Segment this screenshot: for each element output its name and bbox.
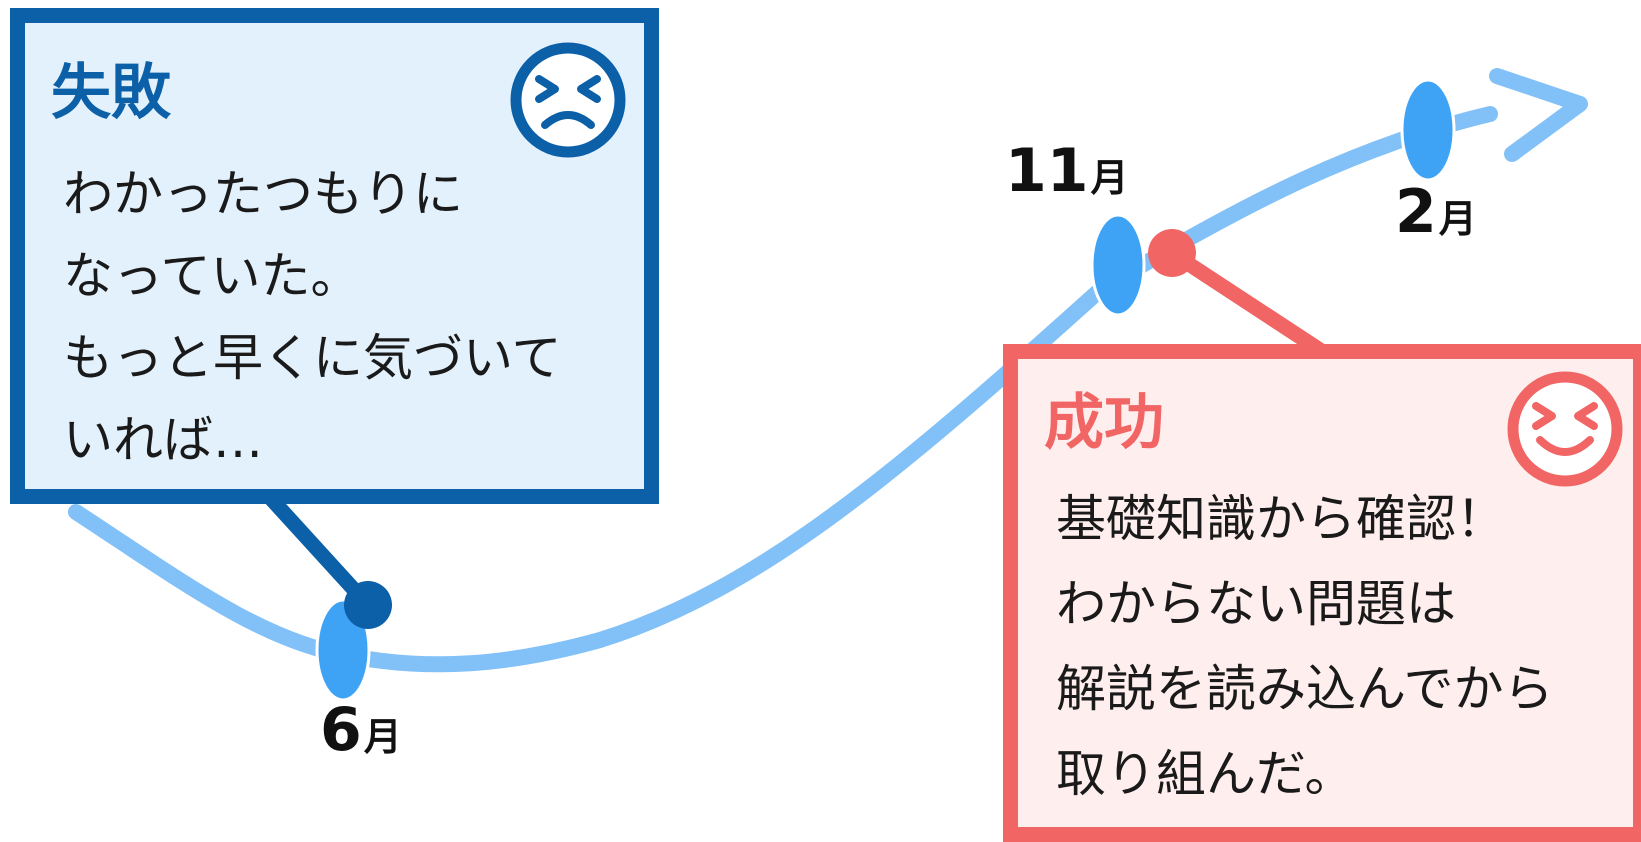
- fail-text-line: なっていた。: [63, 247, 361, 305]
- fail-box: 失敗 わかったつもりに なっていた。 もっと早くに気づいて いれば…: [10, 8, 659, 504]
- success-box: 成功 基礎知識から確認！ わからない問題は 解説を読み込んでから 取り組んだ。: [1003, 344, 1641, 842]
- success-title: 成功: [1044, 388, 1164, 458]
- month-unit: 月: [363, 715, 402, 759]
- fail-marker: [344, 581, 392, 629]
- month-number: 2: [1395, 177, 1437, 247]
- fail-text-line: もっと早くに気づいて: [63, 329, 562, 387]
- success-text-line: わからない問題は: [1056, 575, 1456, 633]
- month-unit: 月: [1438, 197, 1477, 241]
- month-number: 6: [320, 695, 362, 765]
- fail-text-line: わかったつもりに: [63, 165, 463, 223]
- fail-title: 失敗: [51, 58, 171, 128]
- timeline-point-november: [1090, 213, 1146, 317]
- fail-text-line: いれば…: [63, 411, 263, 469]
- sad-face-icon: [510, 42, 626, 158]
- happy-face-icon: [1507, 371, 1623, 487]
- success-text-line: 解説を読み込んでから: [1056, 660, 1554, 718]
- success-text-line: 取り組んだ。: [1056, 745, 1355, 803]
- month-unit: 月: [1090, 156, 1129, 200]
- success-connector: [1167, 246, 1328, 359]
- timeline-point-february: [1400, 78, 1456, 182]
- arrow-right-icon: [1489, 68, 1588, 162]
- fail-connector: [259, 486, 374, 611]
- success-marker: [1148, 229, 1196, 277]
- timeline-curve: [68, 106, 1498, 673]
- success-text: 基礎知識から確認！ わからない問題は 解説を読み込んでから 取り組んだ。: [1056, 477, 1554, 817]
- month-number: 11: [1005, 136, 1089, 206]
- month-label-february: 2月: [1395, 182, 1477, 242]
- month-label-june: 6月: [320, 700, 402, 760]
- fail-text: わかったつもりに なっていた。 もっと早くに気づいて いれば…: [63, 153, 562, 481]
- success-text-line: 基礎知識から確認！: [1056, 490, 1506, 548]
- month-label-november: 11月: [1005, 141, 1129, 201]
